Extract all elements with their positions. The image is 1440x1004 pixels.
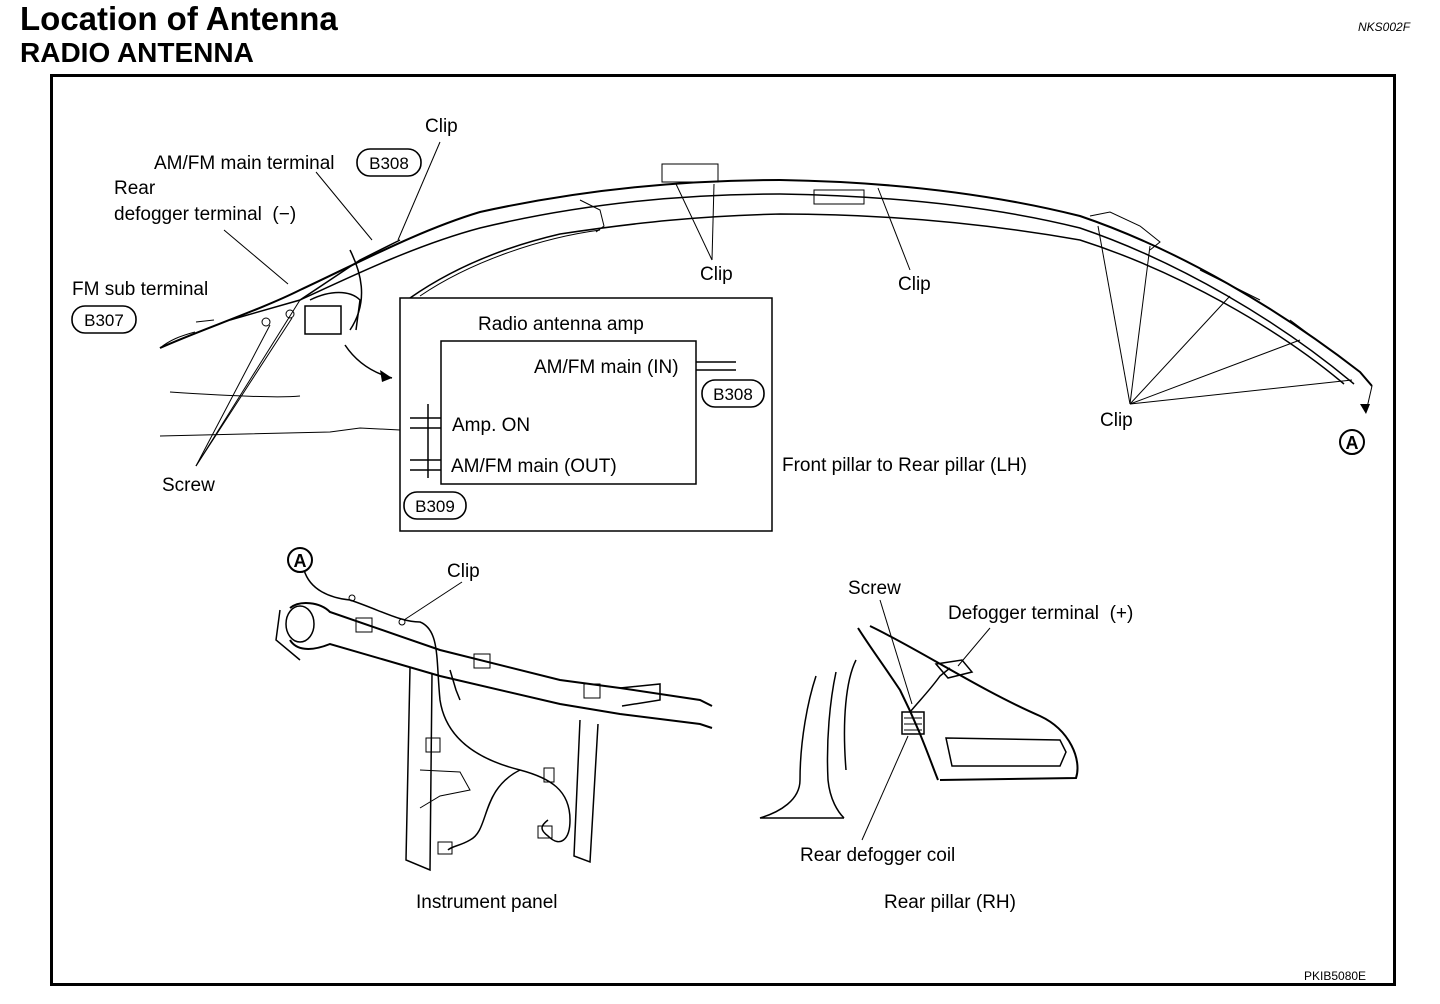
instrument-panel-drawing [275,569,713,872]
rear-defogger-coil-label: Rear defogger coil [800,845,955,866]
diagram-frame [50,74,1396,986]
marker-a-right-text: A [1346,433,1359,453]
defogger-terminal-plus-label: Defogger terminal (+) [948,603,1133,624]
clip-label-top: Clip [425,116,458,137]
marker-a-panel: A [287,547,313,573]
leader-lines-top [195,141,1373,467]
connector-badge-b308-top: B308 [356,148,422,177]
connector-b309-text: B309 [415,497,455,516]
page-title: Location of Antenna [20,0,338,37]
am-fm-main-in-label: AM/FM main (IN) [534,357,679,378]
am-fm-main-terminal-label: AM/FM main terminal [154,153,335,174]
marker-a-panel-text: A [294,551,307,571]
connector-b308-top-text: B308 [369,154,409,173]
connector-badge-b308-amp: B308 [701,379,765,408]
connector-badge-b309: B309 [403,491,467,520]
radio-antenna-amp-label: Radio antenna amp [478,314,644,335]
instrument-panel-label: Instrument panel [416,892,558,913]
rear-label: Rear [114,178,156,199]
marker-a-right: A [1339,429,1365,455]
rear-pillar-rh-label: Rear pillar (RH) [884,892,1016,913]
figure-id-label: PKIB5080E [1304,969,1366,983]
amp-on-label: Amp. ON [452,415,530,436]
connector-b308-amp-text: B308 [713,385,753,404]
page-subtitle: RADIO ANTENNA [20,37,254,68]
connector-badge-b307: B307 [71,305,137,334]
document-id: NKS002F [1358,20,1411,34]
clip-label-right: Clip [1100,410,1133,431]
clip-label-panel: Clip [447,561,480,582]
screw-label-left: Screw [162,475,215,496]
roof-trim-drawing [159,163,1373,437]
fm-sub-terminal-label: FM sub terminal [72,279,208,300]
front-to-rear-pillar-label: Front pillar to Rear pillar (LH) [782,455,1027,476]
clip-label-mid2: Clip [898,274,931,295]
am-fm-main-out-label: AM/FM main (OUT) [451,456,617,477]
screw-label-rh: Screw [848,578,901,599]
connector-b307-text: B307 [84,311,124,330]
clip-label-mid1: Clip [700,264,733,285]
rear-pillar-drawing [759,599,1079,841]
defogger-terminal-minus-label: defogger terminal (−) [114,204,296,225]
radio-antenna-amp-inset [399,297,773,532]
